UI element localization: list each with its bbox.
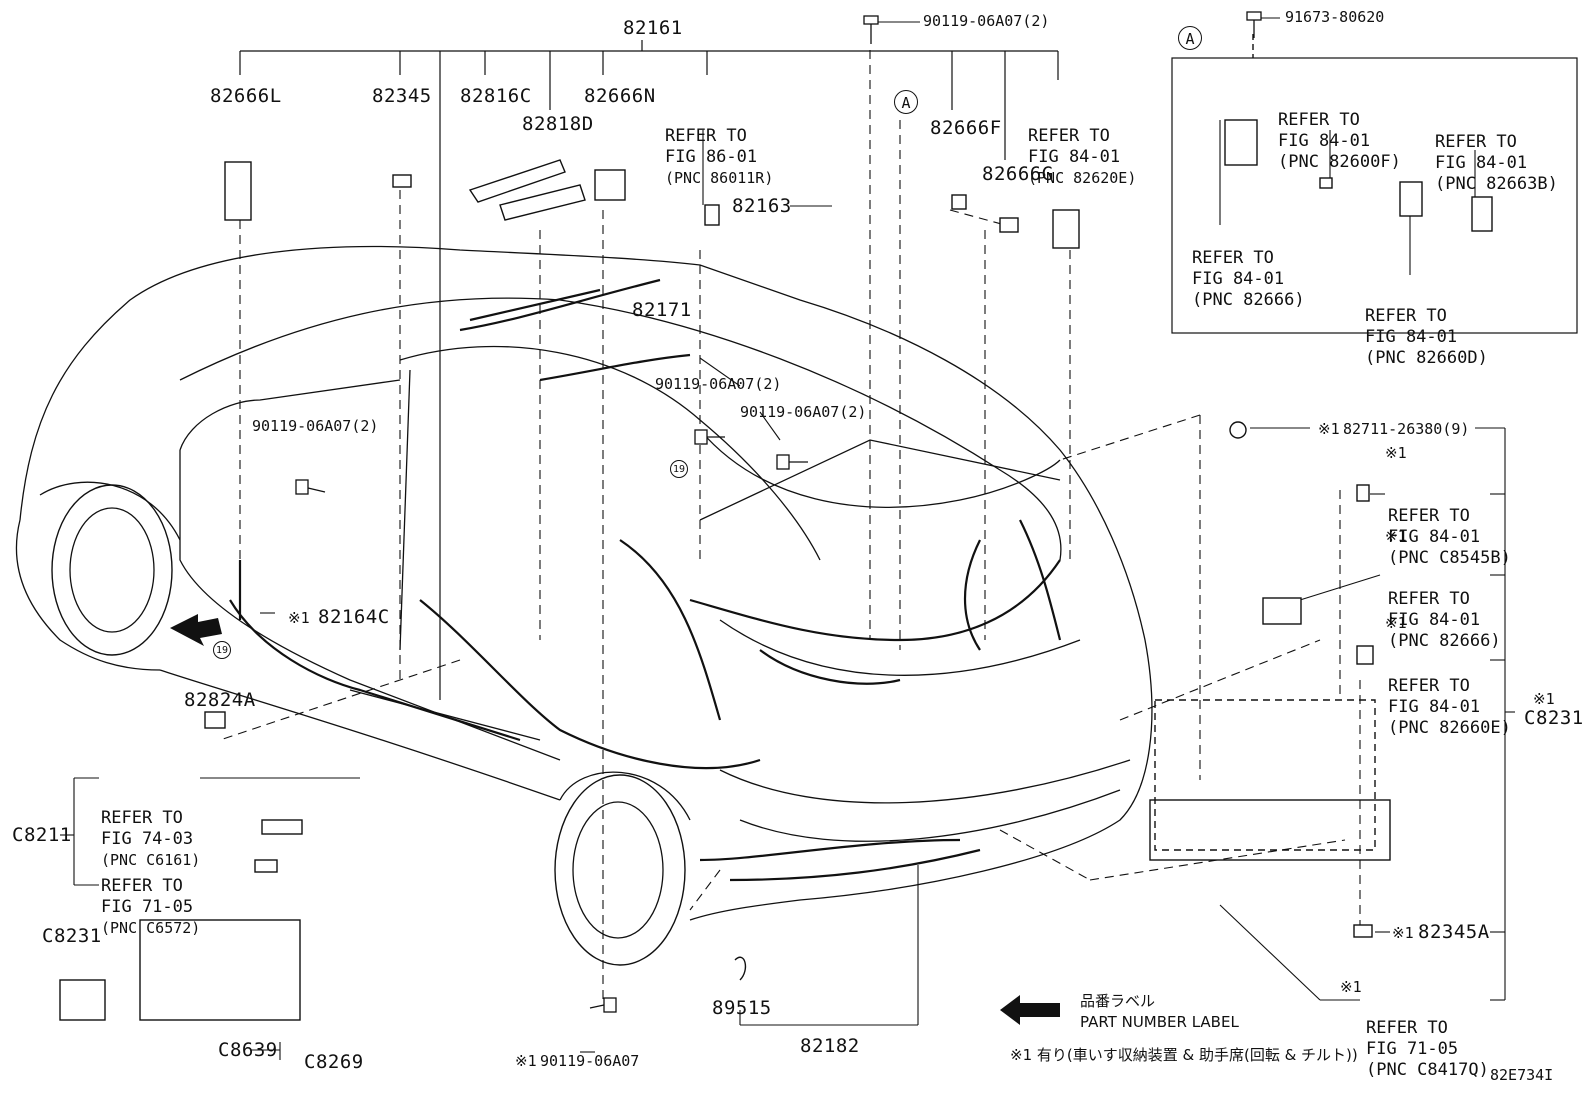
part-label-82164C: 82164C <box>318 606 390 628</box>
part-label-C8269: C8269 <box>304 1051 364 1073</box>
part-82666L-shape <box>224 161 252 221</box>
harness-wires <box>229 278 1062 882</box>
part-label-82666L: 82666L <box>210 85 282 107</box>
figure-code: 82E734I <box>1490 1066 1554 1084</box>
part-label-82182: 82182 <box>800 1035 860 1057</box>
part-label-82345: 82345 <box>372 85 432 107</box>
inset-box <box>1171 57 1578 334</box>
part-number-label-en: PART NUMBER LABEL <box>1080 1013 1239 1031</box>
bolt-label-mid1: 90119-06A07(2) <box>655 375 782 393</box>
bolts <box>295 11 1262 1013</box>
mark-bolt-bottom: ※1 <box>515 1052 537 1070</box>
circle-a-diagram: A <box>894 90 918 114</box>
part-label-C8211: C8211 <box>12 824 72 846</box>
part-label-89515: 89515 <box>712 997 772 1019</box>
bolt-label-top: 90119-06A07(2) <box>923 12 1050 30</box>
part-label-C8231-right: C8231 <box>1524 707 1584 729</box>
bolt-label-left: 90119-06A07(2) <box>252 417 379 435</box>
vehicle-outline <box>15 245 1153 966</box>
mark-82666-right: ※1 <box>1385 527 1407 545</box>
part-label-82171: 82171 <box>632 299 692 321</box>
bolt-label-inset: 91673-80620 <box>1285 8 1385 26</box>
part-label-82666F: 82666F <box>930 117 1002 139</box>
part-label-82666N: 82666N <box>584 85 656 107</box>
circle-19-left: 19 <box>213 641 231 659</box>
leader-lines <box>219 50 1361 1000</box>
part-shapes <box>59 119 1493 1021</box>
part-label-C8231-left: C8231 <box>42 925 102 947</box>
mark-82164C: ※1 <box>288 609 310 627</box>
part-label-82824A: 82824A <box>184 689 256 711</box>
circle-19-mid: 19 <box>670 460 688 478</box>
mark-82660E: ※1 <box>1385 614 1407 632</box>
part-label-C8639: C8639 <box>218 1039 278 1061</box>
footnote: ※1 有り(車いす収納装置 & 助手席(回転 & チルト)) <box>1010 1046 1358 1064</box>
mark-C8417Q: ※1 <box>1340 978 1362 996</box>
circle-a-inset: A <box>1178 26 1202 50</box>
part-label-82163: 82163 <box>732 195 792 217</box>
part-label-82345A: 82345A <box>1418 921 1490 943</box>
clip-label-right: 82711-26380(9) <box>1343 420 1470 438</box>
mark-clip-right: ※1 <box>1318 420 1340 438</box>
mark-C8545B: ※1 <box>1385 444 1407 462</box>
bolt-label-mid2: 90119-06A07(2) <box>740 403 867 421</box>
entry-arrow-icon <box>170 614 222 646</box>
mark-C8231-right: ※1 <box>1533 690 1555 708</box>
bolt-label-bottom: 90119-06A07 <box>540 1052 640 1070</box>
bracket-82161 <box>239 40 1059 700</box>
part-label-82666G: 82666G <box>982 163 1054 185</box>
part-label-82818D: 82818D <box>522 113 594 135</box>
part-number-label-arrow-icon <box>1000 995 1060 1025</box>
part-label-82161: 82161 <box>623 17 683 39</box>
part-number-label-jp: 品番ラベル <box>1080 992 1156 1010</box>
part-label-82816C: 82816C <box>460 85 532 107</box>
mark-82345A: ※1 <box>1392 924 1414 942</box>
